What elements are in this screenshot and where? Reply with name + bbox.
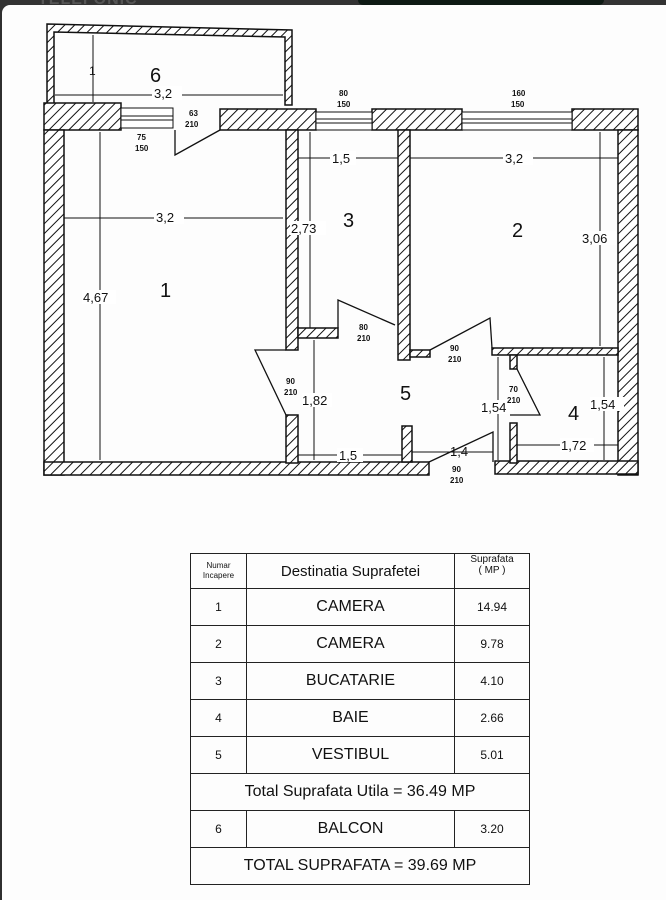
door-3 (337, 299, 396, 328)
wall-top-left (43, 102, 122, 131)
door-1 (174, 129, 221, 157)
wall-bottom-right (494, 460, 639, 475)
svg-text:70: 70 (509, 385, 518, 394)
svg-text:210: 210 (448, 355, 462, 364)
room-4-label: 4 (568, 403, 579, 425)
wall-left (43, 129, 65, 476)
room-1-label: 1 (160, 280, 171, 302)
svg-text:210: 210 (357, 334, 371, 343)
dim-room3-height: 2,73 (291, 221, 316, 236)
dim-hall-width2: 1,4 (450, 444, 468, 459)
svg-text:160: 160 (512, 89, 526, 98)
svg-text:90: 90 (452, 465, 461, 474)
dim-hall-height: 1,82 (302, 393, 327, 408)
wall-3-2 (397, 129, 411, 361)
dim-balcony-width: 3,2 (154, 86, 172, 101)
dim-room2-width: 3,2 (505, 151, 523, 166)
dim-hall-width: 1,5 (339, 448, 357, 463)
wall-under-3 (297, 327, 339, 339)
wall-under-2a (409, 349, 431, 358)
top-button[interactable] (358, 0, 604, 5)
svg-text:150: 150 (337, 100, 351, 109)
svg-text:75: 75 (137, 133, 146, 142)
svg-text:210: 210 (284, 388, 298, 397)
dim-room2-height: 3,06 (582, 231, 607, 246)
svg-text:210: 210 (507, 396, 521, 405)
svg-text:150: 150 (511, 100, 525, 109)
svg-text:210: 210 (450, 476, 464, 485)
wall-top-mid2 (371, 108, 463, 131)
door-4 (510, 368, 542, 416)
wall-right (617, 129, 639, 476)
total-util-row: Total Suprafata Utila = 36.49 MP (190, 773, 530, 811)
dim-balcony-height: 1 (89, 64, 96, 78)
total-row: TOTAL SUPRAFATA = 39.69 MP (190, 847, 530, 885)
wall-hall-stub (401, 425, 413, 463)
wall-4-left (509, 422, 518, 464)
wall-top-right (571, 108, 639, 131)
room-5-label: 5 (400, 383, 411, 405)
dim-room4-width: 1,72 (561, 438, 586, 453)
wall-4-left-top (509, 354, 518, 370)
dim-room4-height: 1,54 (590, 397, 615, 412)
header-area: Suprafata( MP ) (454, 553, 530, 589)
svg-text:63: 63 (189, 109, 198, 118)
room-3-label: 3 (343, 210, 354, 232)
dim-room1-width: 3,2 (156, 210, 174, 225)
svg-text:80: 80 (359, 323, 368, 332)
dim-hall-height2: 1,54 (481, 400, 506, 415)
door-2 (429, 316, 493, 351)
header-dest: Destinatia Suprafetei (246, 553, 455, 589)
dim-room3-width: 1,5 (332, 151, 350, 166)
wall-bottom-left (43, 461, 430, 476)
door-1-hall (253, 349, 287, 416)
svg-text:80: 80 (339, 89, 348, 98)
room-6-label: 6 (150, 65, 161, 87)
svg-text:90: 90 (286, 377, 295, 386)
svg-text:210: 210 (185, 120, 199, 129)
wall-top-mid (219, 108, 317, 131)
room-2-label: 2 (512, 220, 523, 242)
dim-room1-height: 4,67 (83, 290, 108, 305)
wall-1-3-top (285, 129, 299, 351)
partial-title: TELEFONIC (38, 0, 138, 9)
svg-text:90: 90 (450, 344, 459, 353)
svg-text:150: 150 (135, 144, 149, 153)
wall-1-3-bottom (285, 414, 299, 464)
wall-under-2b (491, 347, 619, 356)
